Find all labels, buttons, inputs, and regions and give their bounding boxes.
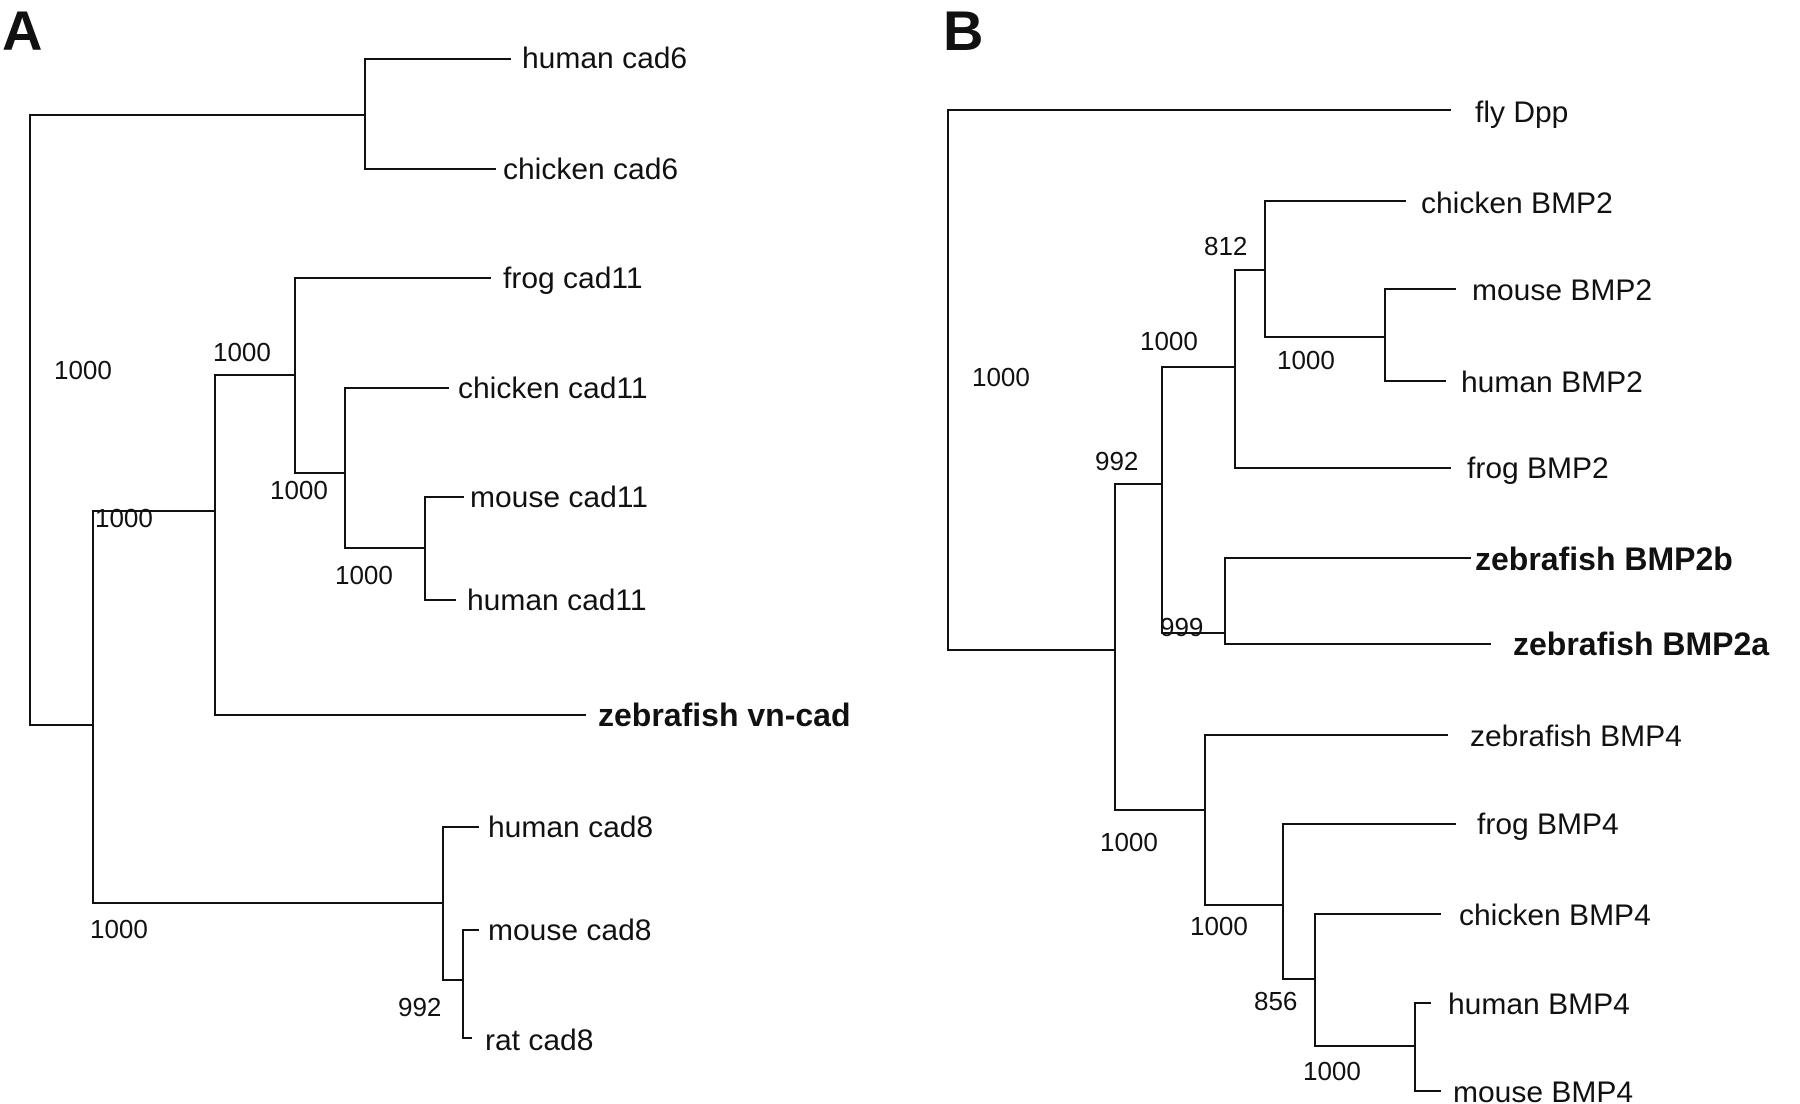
panel-a-label: A [2, 0, 42, 62]
panel-b-label: B [943, 0, 983, 62]
bootstrap-value: 992 [398, 992, 441, 1022]
leaf-label: rat cad8 [485, 1024, 593, 1057]
leaf-label: chicken cad6 [503, 153, 678, 186]
bootstrap-value: 1000 [54, 355, 112, 385]
panel-a: A [2, 0, 851, 1057]
bootstrap-value: 992 [1095, 446, 1138, 476]
bootstrap-value: 1000 [1303, 1056, 1361, 1086]
bootstrap-value: 1000 [95, 503, 153, 533]
bootstrap-value: 1000 [1140, 326, 1198, 356]
panel-b-branches [947, 109, 1491, 1092]
bootstrap-value: 999 [1160, 612, 1203, 642]
leaf-label: human cad8 [488, 811, 653, 844]
bootstrap-value: 1000 [972, 362, 1030, 392]
leaf-label: mouse BMP2 [1472, 274, 1652, 307]
leaf-label: mouse BMP4 [1453, 1076, 1633, 1104]
leaf-label: zebrafish BMP4 [1470, 720, 1682, 753]
leaf-label-highlighted: zebrafish vn-cad [598, 697, 851, 733]
leaf-label: mouse cad8 [488, 914, 651, 947]
leaf-label-highlighted: zebrafish BMP2a [1513, 626, 1769, 662]
bootstrap-value: 856 [1254, 986, 1297, 1016]
bootstrap-value: 1000 [335, 560, 393, 590]
bootstrap-value: 1000 [213, 337, 271, 367]
leaf-label: human BMP4 [1448, 988, 1630, 1021]
leaf-label: chicken BMP4 [1459, 899, 1651, 932]
panel-b-leaf-labels: fly Dpp chicken BMP2 mouse BMP2 human BM… [1421, 96, 1769, 1104]
leaf-label: human BMP2 [1461, 366, 1643, 399]
leaf-label: frog BMP2 [1467, 452, 1609, 485]
leaf-label: frog cad11 [503, 262, 643, 295]
leaf-label: fly Dpp [1475, 96, 1568, 129]
panel-b-bootstrap-values: 1000 812 1000 1000 992 999 1000 1000 856… [972, 231, 1361, 1086]
bootstrap-value: 1000 [1277, 345, 1335, 375]
bootstrap-value: 1000 [1190, 911, 1248, 941]
leaf-label: human cad6 [522, 42, 687, 75]
leaf-label: chicken cad11 [458, 372, 648, 405]
leaf-label: chicken BMP2 [1421, 187, 1613, 220]
leaf-label: mouse cad11 [470, 481, 648, 514]
leaf-label: human cad11 [467, 584, 647, 617]
leaf-label: frog BMP4 [1477, 808, 1619, 841]
bootstrap-value: 1000 [1100, 827, 1158, 857]
panel-b: B [943, 0, 1769, 1104]
leaf-label-highlighted: zebrafish BMP2b [1475, 541, 1733, 577]
panel-a-leaf-labels: human cad6 chicken cad6 frog cad11 chick… [458, 42, 851, 1057]
panel-a-branches [29, 58, 586, 1039]
bootstrap-value: 812 [1204, 231, 1247, 261]
bootstrap-value: 1000 [90, 914, 148, 944]
bootstrap-value: 1000 [270, 475, 328, 505]
panel-a-bootstrap-values: 1000 1000 1000 1000 1000 1000 992 [54, 337, 441, 1022]
